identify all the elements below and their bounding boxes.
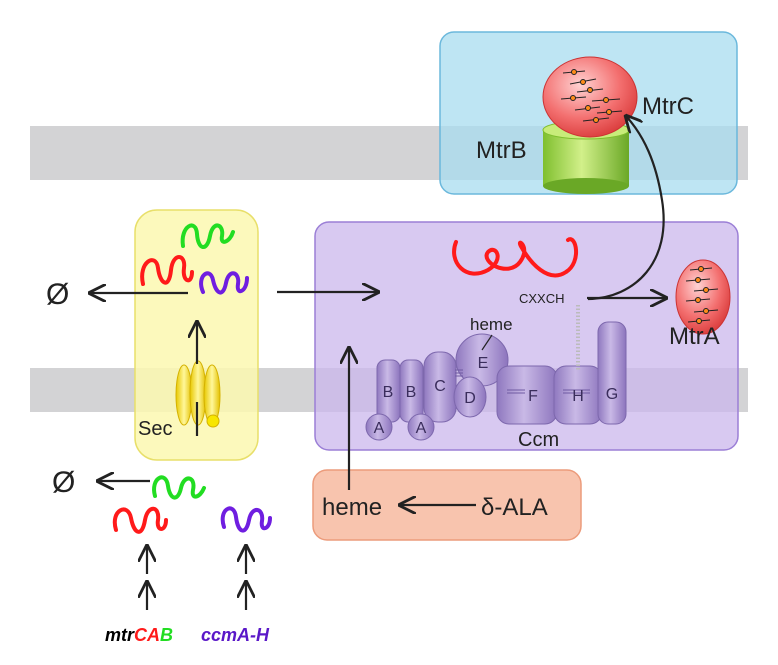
- label-ccm: Ccm: [518, 429, 559, 451]
- ccm-hatching: [455, 369, 590, 394]
- label-mtrA: MtrA: [669, 323, 720, 350]
- ccm-subunit-F: F: [528, 388, 538, 405]
- sec-translocon: [175, 360, 221, 428]
- mrna-mtrA-lower: [112, 506, 168, 534]
- gene-mtr-b: B: [160, 625, 173, 645]
- ccm-subunit-B2: B: [406, 384, 417, 401]
- degradation-symbol-upper: Ø: [46, 278, 69, 311]
- arrow-cxxch-to-mtrC: [587, 116, 665, 301]
- gene-mtr-prefix: mtr: [105, 625, 135, 645]
- ccm-complex: [365, 321, 627, 441]
- ccm-subunit-B1: B: [383, 384, 394, 401]
- ccm-subunit-G: G: [606, 386, 618, 403]
- label-cxxch: CXXCH: [519, 291, 565, 306]
- heme-pointer-line: [481, 334, 493, 351]
- apocytochrome-periplasm: [452, 237, 578, 278]
- ccm-subunit-A1: A: [374, 420, 385, 437]
- mtrA-cytochrome: [675, 259, 731, 335]
- label-mtrB: MtrB: [476, 137, 527, 164]
- gene-ccmA-H: ccmA-H: [201, 625, 270, 645]
- label-sec: Sec: [138, 418, 172, 440]
- mrna-mtrB-lower: [152, 475, 206, 500]
- mrna-ccm-cytoplasm: [199, 271, 249, 295]
- degradation-symbol-lower: Ø: [52, 466, 75, 499]
- mrna-mtrA-cytoplasm: [140, 255, 194, 286]
- label-heme-synth: heme: [322, 494, 382, 521]
- ccm-subunit-H: H: [572, 388, 584, 405]
- gene-mtr-c: C: [134, 625, 148, 645]
- ccm-subunit-A2: A: [416, 420, 427, 437]
- mrna-mtrB-cytoplasm: [180, 223, 235, 249]
- mrna-ccm-lower: [220, 506, 272, 533]
- gene-mtrCAB: mtrCAB: [105, 625, 173, 645]
- label-mtrC: MtrC: [642, 93, 694, 120]
- ccm-subunit-E: E: [478, 355, 489, 372]
- label-ala: δ-ALA: [481, 494, 548, 521]
- gene-mtr-a: A: [146, 625, 160, 645]
- ccm-subunit-C: C: [434, 378, 446, 395]
- ccm-subunit-D: D: [464, 390, 476, 407]
- mtrC-cytochrome: [542, 56, 638, 138]
- label-heme-ccm: heme: [470, 315, 513, 334]
